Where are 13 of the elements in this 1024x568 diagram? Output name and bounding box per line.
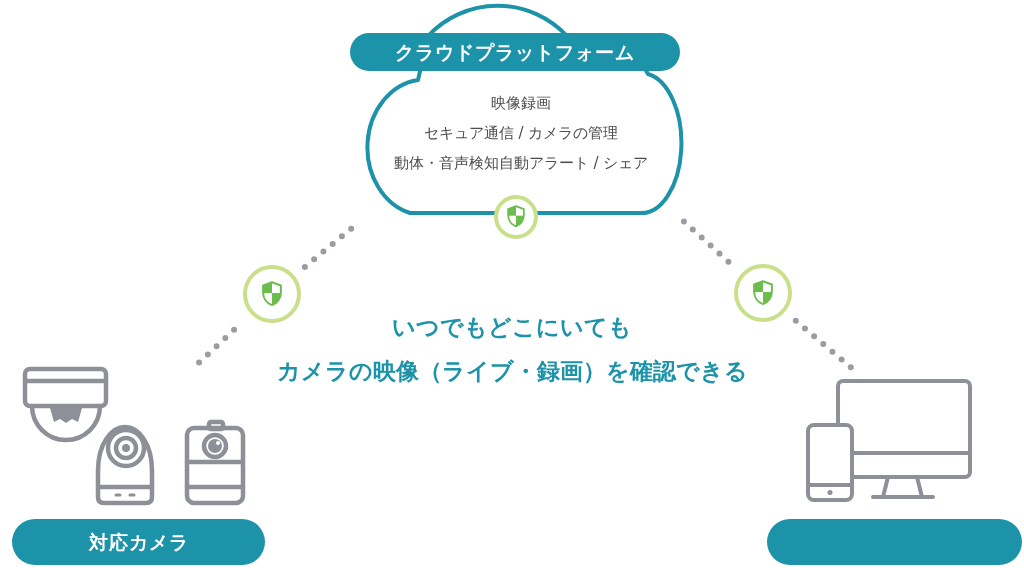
ring	[243, 265, 301, 323]
ring	[734, 264, 792, 322]
dotted-line	[680, 218, 734, 267]
section-label: 対応カメラ	[12, 519, 265, 565]
feature-text: 動体・音声検知自動アラート / シェア	[393, 153, 649, 174]
camera-illustration	[22, 366, 246, 508]
cloud-title: クラウドプラットフォーム	[350, 33, 680, 71]
feature-text: セキュア通信 / カメラの管理	[423, 123, 619, 144]
empty-label	[767, 519, 1022, 565]
feature-text: 映像録画	[491, 93, 551, 114]
tagline-text: いつでもどこにいても	[392, 313, 632, 342]
tagline-text: カメラの映像（ライブ・録画）を確認できる	[276, 357, 748, 386]
devices-illustration	[805, 378, 973, 504]
